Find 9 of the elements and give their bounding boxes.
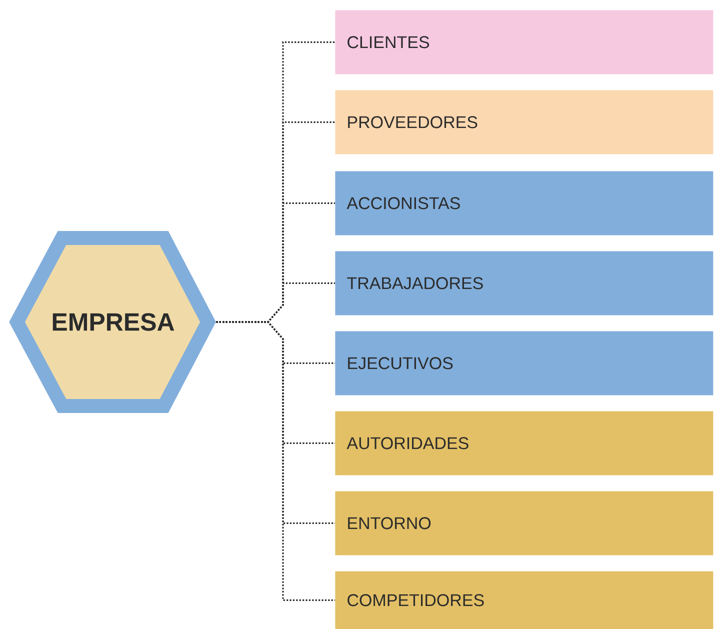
label-box: AUTORIDADES [335,411,714,476]
label-box: PROVEEDORES [335,90,714,154]
label-box: COMPETIDORES [335,571,714,629]
label-box: CLIENTES [335,10,714,74]
connector-line [216,321,335,601]
label-box: EJECUTIVOS [335,331,714,396]
label-box: TRABAJADORES [335,251,714,316]
label-box: ACCIONISTAS [335,171,714,236]
label-box: ENTORNO [335,491,714,556]
